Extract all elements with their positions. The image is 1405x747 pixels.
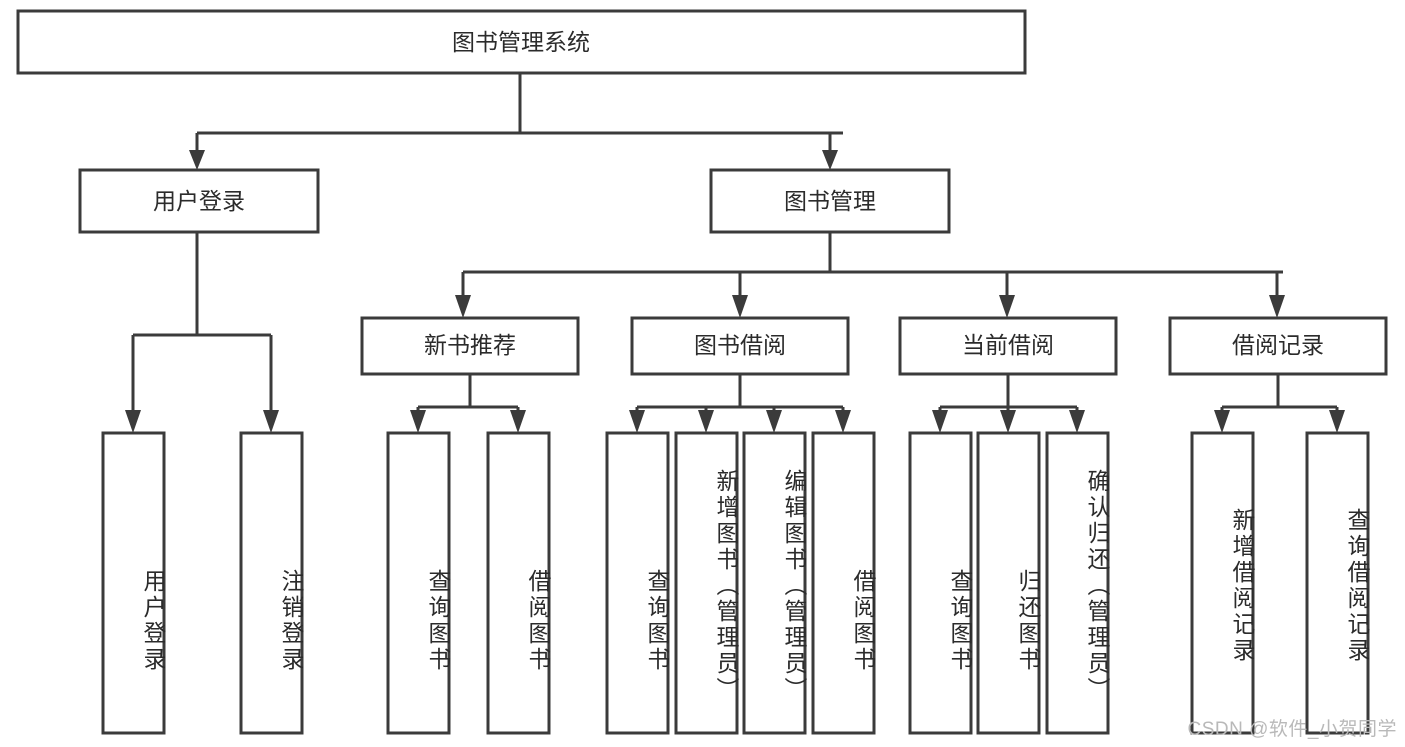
arrow-bb-leaf-4 [835, 410, 851, 433]
node-borrow-record[interactable]: 借阅记录 [1168, 316, 1388, 376]
leaf-box-query-book-2[interactable] [605, 431, 670, 735]
node-book-borrow-label: 图书借阅 [694, 332, 786, 358]
arrow-ul-leaf-1 [125, 410, 141, 433]
arrow-root-to-book-manage [822, 150, 838, 170]
connector-group-new-book-to-leaves [410, 374, 526, 433]
node-borrow-record-box[interactable] [1168, 316, 1388, 376]
leaf-boxes-borrow-record [1190, 431, 1370, 735]
connector-group-root-to-level2 [189, 73, 843, 170]
arrow-br-leaf-2 [1329, 410, 1345, 433]
node-current-borrow-label: 当前借阅 [962, 332, 1054, 358]
arrow-bm-to-current-borrow [999, 295, 1015, 318]
leaf-box-return-book[interactable] [976, 431, 1041, 735]
leaf-box-borrow-book-2[interactable] [811, 431, 876, 735]
node-book-manage-label: 图书管理 [784, 188, 876, 214]
leaf-box-query-record[interactable] [1305, 431, 1370, 735]
node-book-manage-box[interactable] [709, 168, 951, 234]
arrow-nb-leaf-2 [510, 410, 526, 433]
leaf-box-add-book[interactable] [674, 431, 739, 735]
connector-group-current-borrow-to-leaves [932, 374, 1085, 433]
arrow-root-to-user-login [189, 150, 205, 170]
leaf-box-query-book-1[interactable] [386, 431, 451, 735]
node-book-borrow[interactable]: 图书借阅 [630, 316, 850, 376]
node-new-book-recommend-box[interactable] [360, 316, 580, 376]
arrow-bm-to-borrow-record [1269, 295, 1285, 318]
leaf-box-user-logout[interactable] [239, 431, 304, 735]
node-book-borrow-box[interactable] [630, 316, 850, 376]
leaf-boxes-user-login [101, 431, 304, 735]
connector-group-borrow-record-to-leaves [1214, 374, 1345, 433]
node-user-login-box[interactable] [78, 168, 320, 234]
csdn-watermark: CSDN @软件_小贺同学 [1187, 719, 1397, 740]
arrow-bm-to-book-borrow [732, 295, 748, 318]
connector-group-user-login-to-leaves [125, 232, 279, 433]
node-root[interactable]: 图书管理系统 [16, 9, 1027, 75]
leaf-boxes-current-borrow [908, 431, 1110, 735]
leaf-box-user-login[interactable] [101, 431, 166, 735]
leaf-box-borrow-book-1[interactable] [486, 431, 551, 735]
node-root-box[interactable] [16, 9, 1027, 75]
node-new-book-recommend-label: 新书推荐 [424, 332, 516, 358]
node-current-borrow[interactable]: 当前借阅 [898, 316, 1118, 376]
leaf-box-query-book-3[interactable] [908, 431, 973, 735]
arrow-bb-leaf-2 [698, 410, 714, 433]
arrow-cb-leaf-1 [932, 410, 948, 433]
node-current-borrow-box[interactable] [898, 316, 1118, 376]
node-new-book-recommend[interactable]: 新书推荐 [360, 316, 580, 376]
node-book-manage[interactable]: 图书管理 [709, 168, 951, 234]
arrow-cb-leaf-3 [1069, 410, 1085, 433]
arrow-ul-leaf-2 [263, 410, 279, 433]
node-root-label: 图书管理系统 [452, 29, 590, 55]
node-user-login[interactable]: 用户登录 [78, 168, 320, 234]
arrow-bm-to-new-book [455, 295, 471, 318]
arrow-bb-leaf-1 [629, 410, 645, 433]
arrow-nb-leaf-1 [410, 410, 426, 433]
leaf-box-confirm-return[interactable] [1045, 431, 1110, 735]
leaf-box-edit-book[interactable] [742, 431, 807, 735]
arrow-cb-leaf-2 [1000, 410, 1016, 433]
connector-group-book-borrow-to-leaves [629, 374, 851, 433]
leaf-boxes-new-book-recommend [386, 431, 551, 735]
leaf-box-add-record[interactable] [1190, 431, 1255, 735]
arrow-bb-leaf-3 [766, 410, 782, 433]
node-borrow-record-label: 借阅记录 [1232, 332, 1324, 358]
node-user-login-label: 用户登录 [153, 188, 245, 214]
arrow-br-leaf-1 [1214, 410, 1230, 433]
connector-group-book-manage-to-level3 [455, 232, 1285, 318]
leaf-boxes-book-borrow [605, 431, 876, 735]
